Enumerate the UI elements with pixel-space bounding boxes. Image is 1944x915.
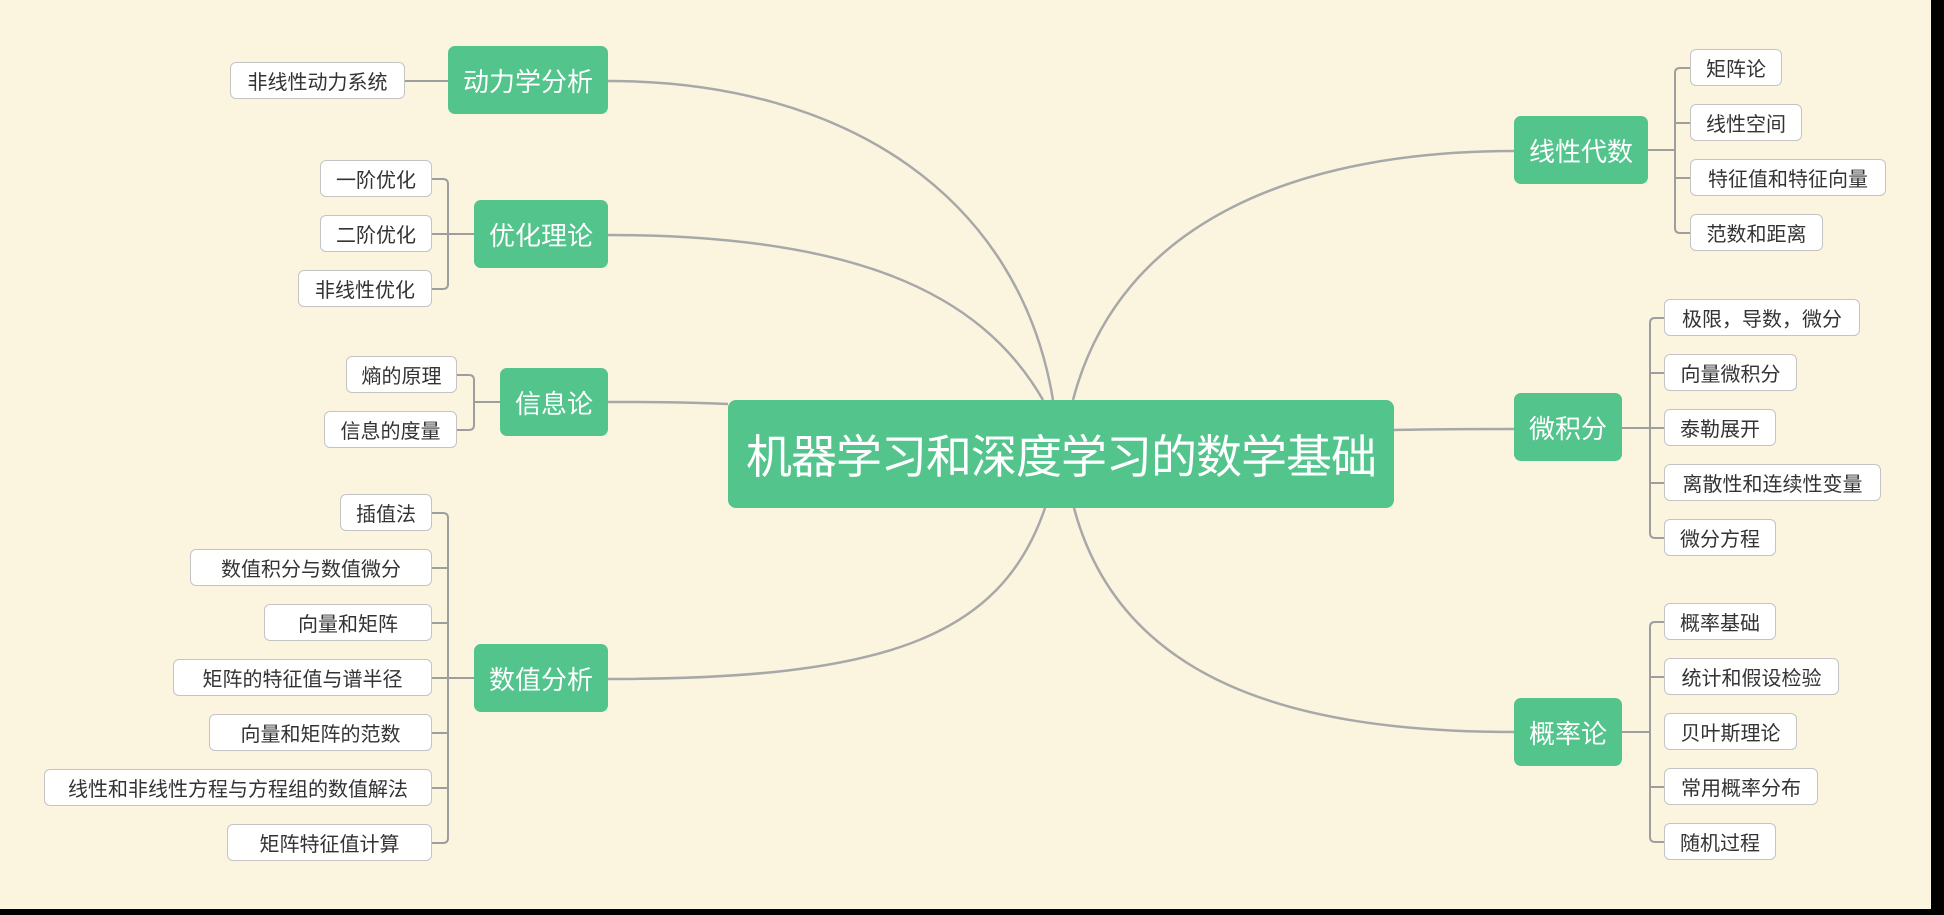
- leaf-optimization-1[interactable]: 二阶优化: [320, 215, 432, 252]
- leaf-numerical-0[interactable]: 插值法: [340, 494, 432, 531]
- link-root-information: [607, 400, 729, 406]
- topic-information[interactable]: 信息论: [500, 368, 608, 436]
- leaf-numerical-5[interactable]: 线性和非线性方程与方程组的数值解法: [44, 769, 432, 806]
- leaf-numerical-6[interactable]: 矩阵特征值计算: [227, 824, 432, 861]
- leaf-information-0[interactable]: 熵的原理: [346, 356, 457, 393]
- leaf-probability-0[interactable]: 概率基础: [1664, 603, 1776, 640]
- leaf-probability-4[interactable]: 随机过程: [1664, 823, 1776, 860]
- topic-optimization[interactable]: 优化理论: [474, 200, 608, 268]
- leaf-optimization-0[interactable]: 一阶优化: [320, 160, 432, 197]
- leaf-numerical-1[interactable]: 数值积分与数值微分: [190, 549, 432, 586]
- link-root-probability: [1072, 507, 1515, 734]
- link-root-calculus: [1393, 427, 1515, 432]
- leaf-probability-1[interactable]: 统计和假设检验: [1664, 658, 1839, 695]
- leaf-calculus-0[interactable]: 极限，导数，微分: [1664, 299, 1860, 336]
- leaf-probability-3[interactable]: 常用概率分布: [1664, 768, 1818, 805]
- leaf-dynamics-0[interactable]: 非线性动力系统: [230, 62, 405, 99]
- leaf-linear-algebra-1[interactable]: 线性空间: [1690, 104, 1802, 141]
- leaf-optimization-2[interactable]: 非线性优化: [298, 270, 432, 307]
- leaf-numerical-3[interactable]: 矩阵的特征值与谱半径: [173, 659, 432, 696]
- topic-probability[interactable]: 概率论: [1514, 698, 1622, 766]
- leaf-numerical-4[interactable]: 向量和矩阵的范数: [209, 714, 432, 751]
- link-root-numerical: [607, 507, 1047, 681]
- leaf-calculus-2[interactable]: 泰勒展开: [1664, 409, 1776, 446]
- link-root-dynamics: [607, 79, 1055, 401]
- leaf-calculus-1[interactable]: 向量微积分: [1664, 354, 1797, 391]
- topic-calculus[interactable]: 微积分: [1514, 393, 1622, 461]
- leaf-linear-algebra-0[interactable]: 矩阵论: [1690, 49, 1782, 86]
- leaf-linear-algebra-3[interactable]: 范数和距离: [1690, 214, 1823, 251]
- link-root-linear-algebra: [1071, 149, 1515, 401]
- topic-dynamics[interactable]: 动力学分析: [448, 46, 608, 114]
- leaf-linear-algebra-2[interactable]: 特征值和特征向量: [1690, 159, 1886, 196]
- leaf-numerical-2[interactable]: 向量和矩阵: [264, 604, 432, 641]
- leaf-calculus-4[interactable]: 微分方程: [1664, 519, 1776, 556]
- topic-linear-algebra[interactable]: 线性代数: [1514, 116, 1648, 184]
- leaf-calculus-3[interactable]: 离散性和连续性变量: [1664, 464, 1881, 501]
- leaf-probability-2[interactable]: 贝叶斯理论: [1664, 713, 1797, 750]
- topic-numerical[interactable]: 数值分析: [474, 644, 608, 712]
- root-node[interactable]: 机器学习和深度学习的数学基础: [728, 400, 1394, 508]
- leaf-information-1[interactable]: 信息的度量: [324, 411, 457, 448]
- link-root-optimization: [607, 233, 1045, 401]
